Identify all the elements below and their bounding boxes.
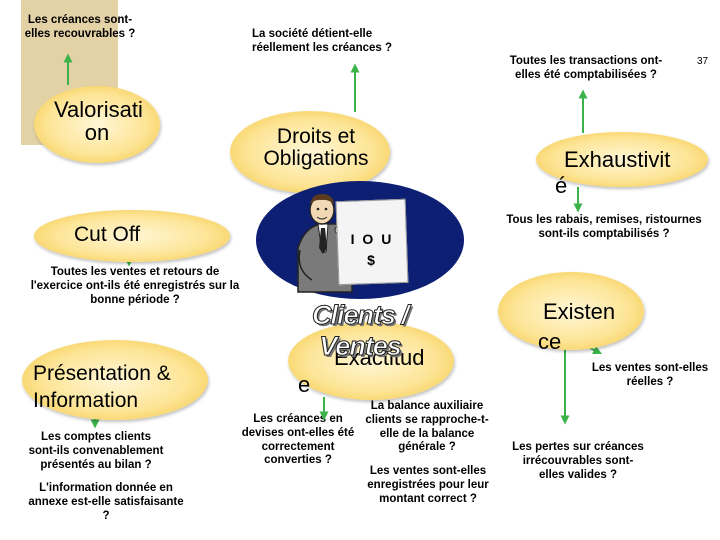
oval-existence: Existen [498, 272, 644, 350]
label-exactitude-tail: e [298, 372, 311, 397]
iou-text: I O U $ [340, 231, 404, 269]
oval-valorisation: Valorisati on [34, 86, 160, 163]
iou-line1: I O U [350, 231, 394, 247]
clients-ventes-banner: Clients / Ventes [311, 300, 409, 362]
question-ventes-retours: Toutes les ventes et retours de l'exerci… [30, 266, 240, 306]
question-balance: La balance auxiliaire clients se rapproc… [365, 400, 489, 454]
label-presentation: Présentation & Information [33, 362, 171, 413]
question-comptes-clients: Les comptes clients sont-ils convenablem… [28, 431, 164, 471]
oval-cutoff: Cut Off [34, 210, 230, 262]
question-ventes-enregistrees: Les ventes sont-elles enregistrées pour … [367, 465, 489, 505]
question-annexe: L'information donnée en annexe est-elle … [28, 482, 184, 522]
label-existence-tail: ce [538, 329, 562, 354]
question-detient: La société détient-elle réellement les c… [252, 28, 392, 54]
iou-line2: $ [367, 252, 377, 269]
label-valorisation: Valorisati on [54, 97, 143, 146]
label-exhaustivite: Exhaustivit [564, 147, 671, 172]
oval-exhaustivite: Exhaustivit [536, 132, 708, 187]
label-droits: Droits et Obligations [263, 125, 369, 171]
oval-presentation: Présentation & Information [22, 340, 208, 420]
label-existence: Existen [543, 299, 616, 324]
oval-droits: Droits et Obligations [230, 111, 390, 193]
page-number: 37 [697, 56, 709, 67]
question-pertes: Les pertes sur créances irrécouvrables s… [512, 441, 644, 481]
question-ventes-reelles: Les ventes sont-elles réelles ? [591, 362, 709, 388]
oval-exactitude: Exactitud [288, 322, 454, 400]
question-comptabilisees: Toutes les transactions ont-elles été co… [509, 55, 663, 81]
question-rabais: Tous les rabais, remises, ristournes son… [506, 214, 702, 240]
label-cutoff: Cut Off [74, 223, 141, 246]
label-exhaustivite-tail: é [555, 173, 568, 198]
question-recouvrables: Les créances sont-elles recouvrables ? [24, 14, 136, 40]
label-exactitude: Exactitud [334, 345, 425, 370]
